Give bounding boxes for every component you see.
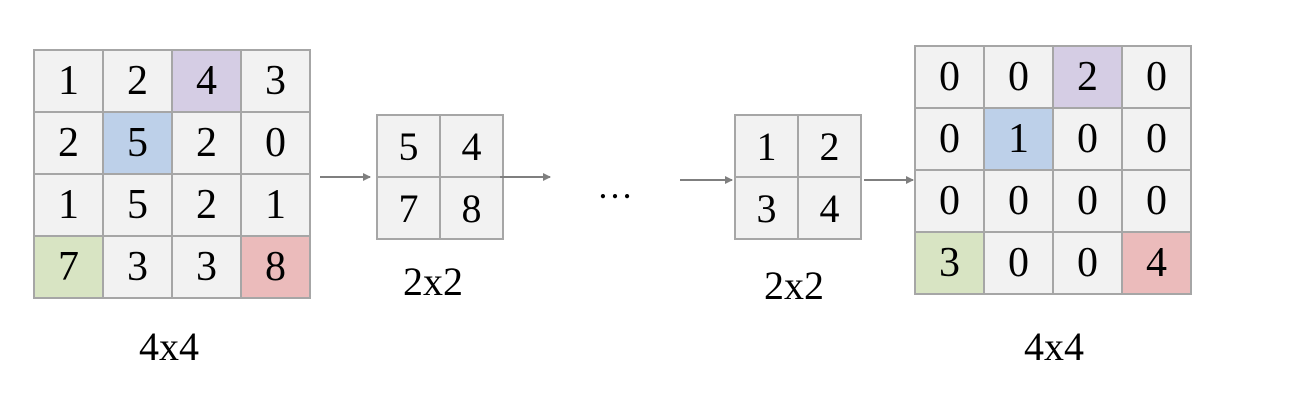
output-size-label: 4x4 xyxy=(1024,324,1084,369)
index-matrix: 1 2 3 4 xyxy=(734,114,862,240)
input-cell-max-red: 8 xyxy=(240,235,311,299)
input-cell: 2 xyxy=(171,173,242,237)
index-size-label: 2x2 xyxy=(764,263,824,308)
pooled-matrix: 5 4 7 8 xyxy=(376,114,504,240)
input-size-label: 4x4 xyxy=(139,324,199,369)
input-cell: 3 xyxy=(171,235,242,299)
output-cell: 0 xyxy=(1121,45,1192,109)
output-cell: 0 xyxy=(1121,169,1192,233)
output-cell-green: 3 xyxy=(914,231,985,295)
output-cell: 0 xyxy=(914,107,985,171)
input-cell: 2 xyxy=(171,111,242,175)
ellipsis: … xyxy=(597,166,635,206)
input-cell: 1 xyxy=(33,49,104,113)
output-matrix: 0 0 2 0 0 1 0 0 0 0 0 0 3 0 0 4 xyxy=(914,45,1192,295)
output-cell: 0 xyxy=(914,45,985,109)
output-cell-red: 4 xyxy=(1121,231,1192,295)
index-cell: 4 xyxy=(797,176,862,240)
output-cell: 0 xyxy=(1052,231,1123,295)
input-cell: 1 xyxy=(33,173,104,237)
pooled-cell: 7 xyxy=(376,176,441,240)
input-cell-max-blue: 5 xyxy=(102,111,173,175)
input-cell: 3 xyxy=(240,49,311,113)
output-cell: 0 xyxy=(1121,107,1192,171)
input-cell: 3 xyxy=(102,235,173,299)
output-cell: 0 xyxy=(914,169,985,233)
input-cell-max-purple: 4 xyxy=(171,49,242,113)
output-cell: 0 xyxy=(983,45,1054,109)
pooled-size-label: 2x2 xyxy=(403,259,463,304)
input-cell: 0 xyxy=(240,111,311,175)
output-cell-purple: 2 xyxy=(1052,45,1123,109)
input-cell: 1 xyxy=(240,173,311,237)
input-matrix: 1 2 4 3 2 5 2 0 1 5 2 1 7 3 3 8 xyxy=(33,49,311,299)
output-cell: 0 xyxy=(983,169,1054,233)
pooled-cell: 5 xyxy=(376,114,441,178)
output-cell-blue: 1 xyxy=(983,107,1054,171)
input-cell-max-green: 7 xyxy=(33,235,104,299)
output-cell: 0 xyxy=(983,231,1054,295)
pooled-cell: 8 xyxy=(439,176,504,240)
pooled-cell: 4 xyxy=(439,114,504,178)
index-cell: 1 xyxy=(734,114,799,178)
output-cell: 0 xyxy=(1052,169,1123,233)
input-cell: 2 xyxy=(102,49,173,113)
input-cell: 2 xyxy=(33,111,104,175)
input-cell: 5 xyxy=(102,173,173,237)
index-cell: 2 xyxy=(797,114,862,178)
index-cell: 3 xyxy=(734,176,799,240)
output-cell: 0 xyxy=(1052,107,1123,171)
